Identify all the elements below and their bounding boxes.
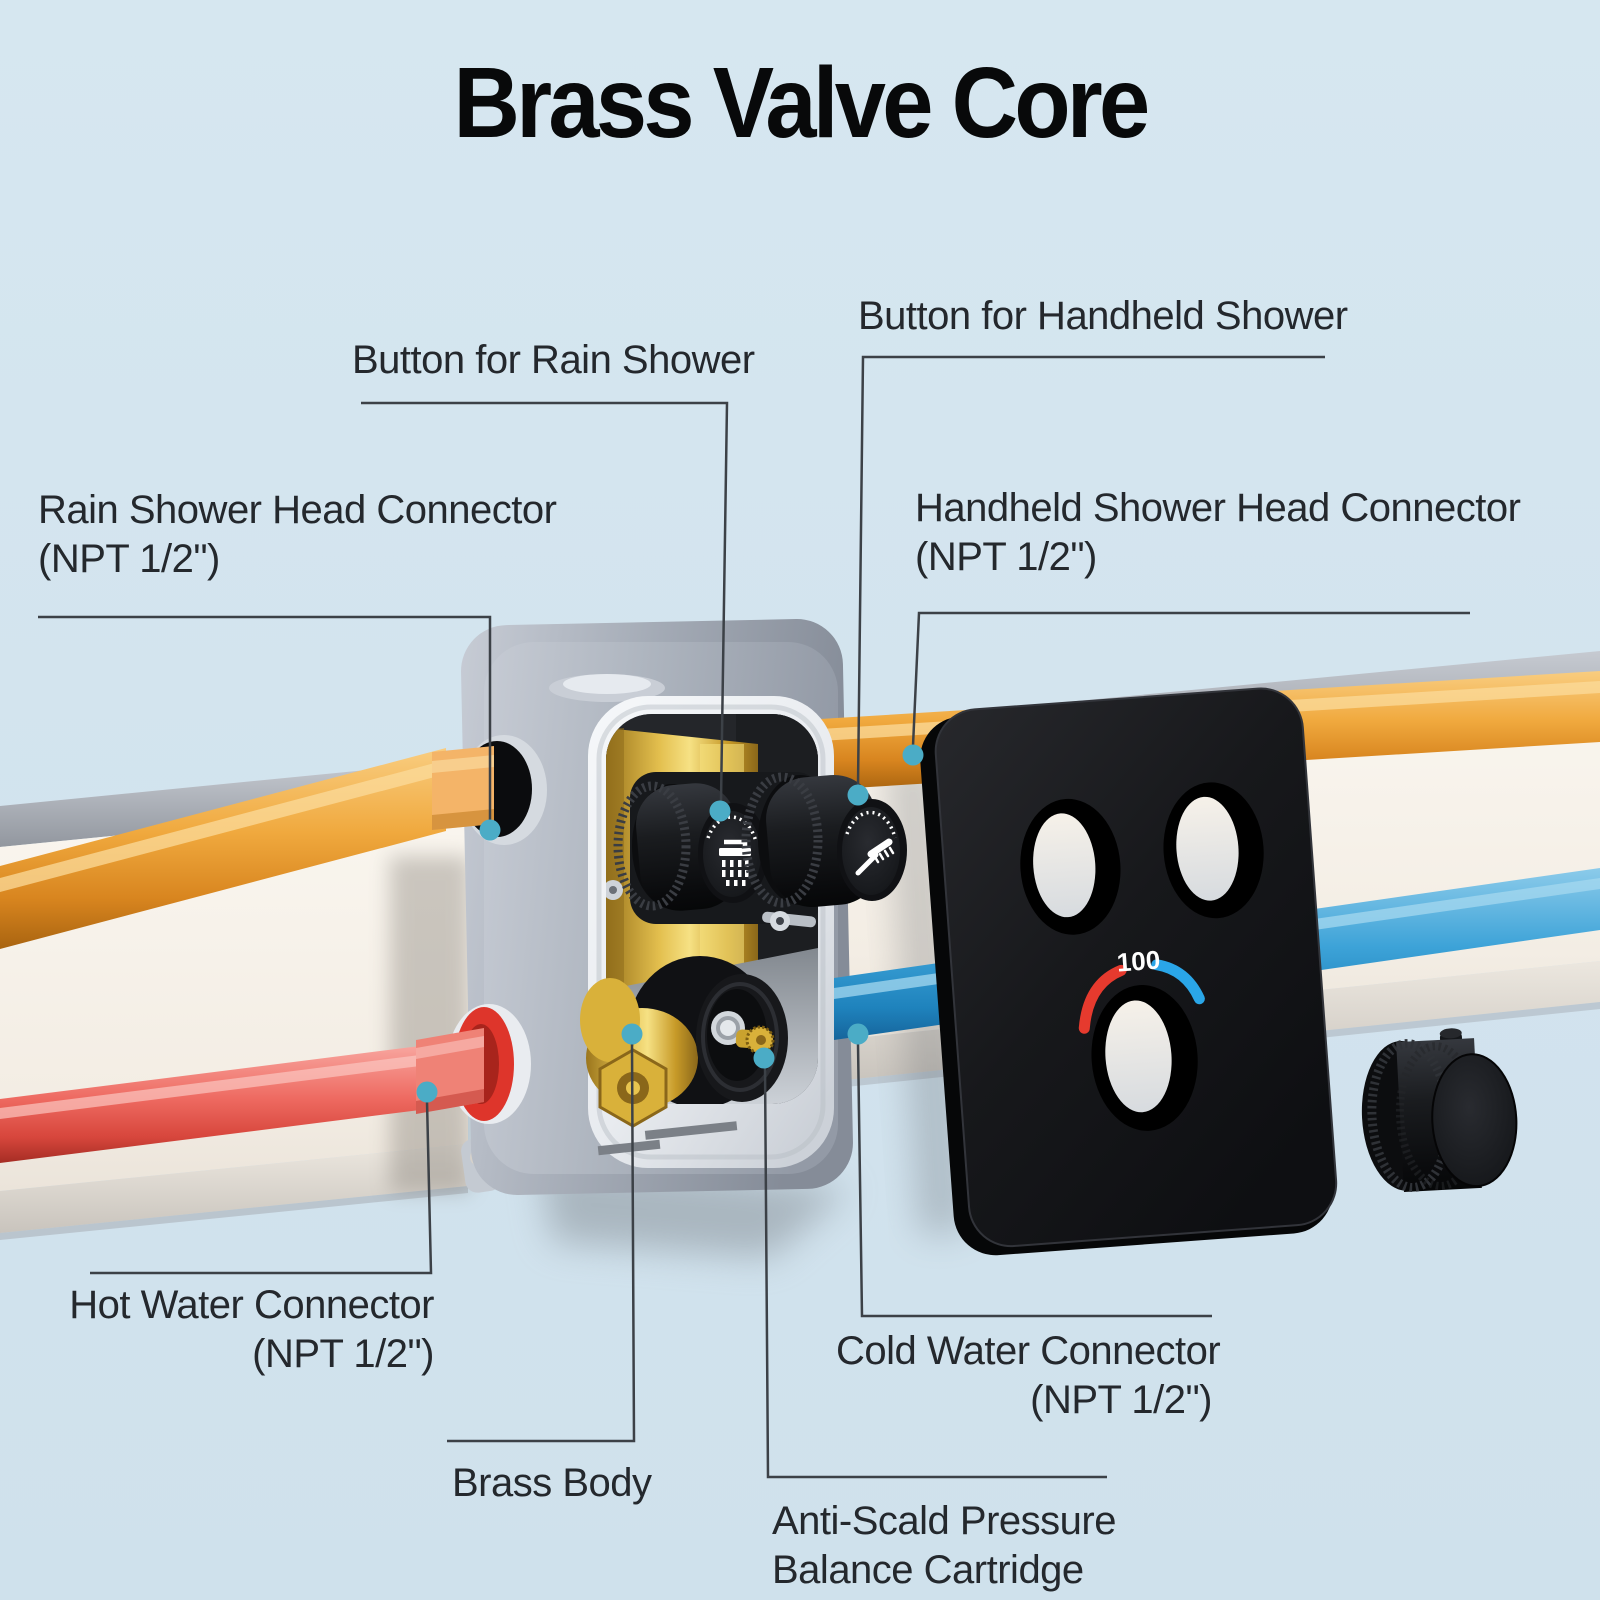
cold-connector-dot — [847, 1023, 869, 1045]
temperature-gauge: 100 — [1078, 945, 1205, 1034]
label-handheld-button: Button for Handheld Shower — [858, 294, 1348, 338]
plate-hole-handheld — [1163, 782, 1264, 919]
plate-hole-temperature — [1091, 984, 1198, 1131]
label-handheld-connector-spec: (NPT 1/2") — [915, 535, 1097, 579]
brass-body-line — [447, 1043, 636, 1443]
floor-slat — [644, 1121, 738, 1140]
pressure-balance-cartridge — [696, 974, 788, 1102]
label-cold-connector-text: Cold Water Connector — [836, 1329, 1221, 1373]
label-rain-connector: Rain Shower Head Connector (NPT 1/2") — [38, 486, 557, 584]
floor-slat — [597, 1139, 661, 1156]
label-cold-connector: Cold Water Connector (NPT 1/2") — [836, 1327, 1221, 1425]
label-cartridge: Anti-Scald Pressure Balance Cartridge — [772, 1497, 1116, 1595]
label-hot-connector: Hot Water Connector (NPT 1/2") — [58, 1281, 434, 1379]
label-handheld-connector-text: Handheld Shower Head Connector — [915, 486, 1521, 530]
callout-lines — [38, 355, 1470, 1479]
handheld-shower-icon — [855, 838, 895, 876]
label-cartridge-line1: Anti-Scald Pressure — [772, 1499, 1116, 1543]
gauge-hot-arc — [1078, 964, 1127, 1034]
label-rain-button: Button for Rain Shower — [352, 338, 755, 382]
hot-connector-dot — [416, 1081, 438, 1103]
interior-pin-hole — [776, 917, 784, 925]
gauge-cold-arc — [1151, 959, 1205, 1005]
callout-dots — [416, 744, 924, 1103]
knob-scale-dots — [706, 815, 758, 843]
hot-connector-line — [90, 1100, 433, 1275]
temperature-max-label: 100 — [1116, 945, 1161, 978]
plate-hole-rain — [1020, 798, 1121, 935]
label-rain-connector-spec: (NPT 1/2") — [38, 537, 220, 581]
label-cold-connector-spec: (NPT 1/2") — [1030, 1378, 1212, 1422]
handheld-button-dot — [847, 784, 869, 806]
interior-screw-center — [609, 886, 617, 894]
brass-body-dot — [621, 1023, 643, 1045]
handheld-button-line — [856, 355, 1325, 787]
rain-button-line — [361, 401, 729, 802]
handheld-shower-button — [741, 772, 907, 908]
rain-connector-line — [38, 615, 492, 820]
cartridge-dot — [753, 1047, 775, 1069]
label-rain-connector-text: Rain Shower Head Connector — [38, 488, 557, 532]
shower-pipe-left — [0, 746, 494, 949]
temperature-knob — [1361, 1028, 1518, 1193]
valve-box-front — [580, 696, 907, 1168]
trim-plate: 100 — [920, 687, 1338, 1256]
top-outlet-plug-cap — [563, 674, 651, 694]
box-front-rim-inner-edge — [596, 704, 826, 1160]
handheld-connector-line — [911, 611, 1470, 747]
cold-connector-line — [856, 1043, 1212, 1318]
label-hot-connector-spec: (NPT 1/2") — [252, 1332, 434, 1376]
label-cartridge-line2: Balance Cartridge — [772, 1548, 1084, 1592]
knob-scale-dots — [845, 810, 897, 839]
rain-connector-dot — [479, 819, 501, 841]
rain-button-dot — [709, 800, 731, 822]
handheld-connector-dot — [902, 744, 924, 766]
page-title: Brass Valve Core — [453, 47, 1151, 159]
hot-water-pipe-left — [0, 1028, 484, 1163]
cartridge-line — [763, 1066, 1107, 1479]
label-handheld-connector: Handheld Shower Head Connector (NPT 1/2"… — [915, 484, 1521, 582]
label-hot-connector-text: Hot Water Connector — [69, 1283, 434, 1327]
label-brass-body: Brass Body — [452, 1461, 652, 1505]
